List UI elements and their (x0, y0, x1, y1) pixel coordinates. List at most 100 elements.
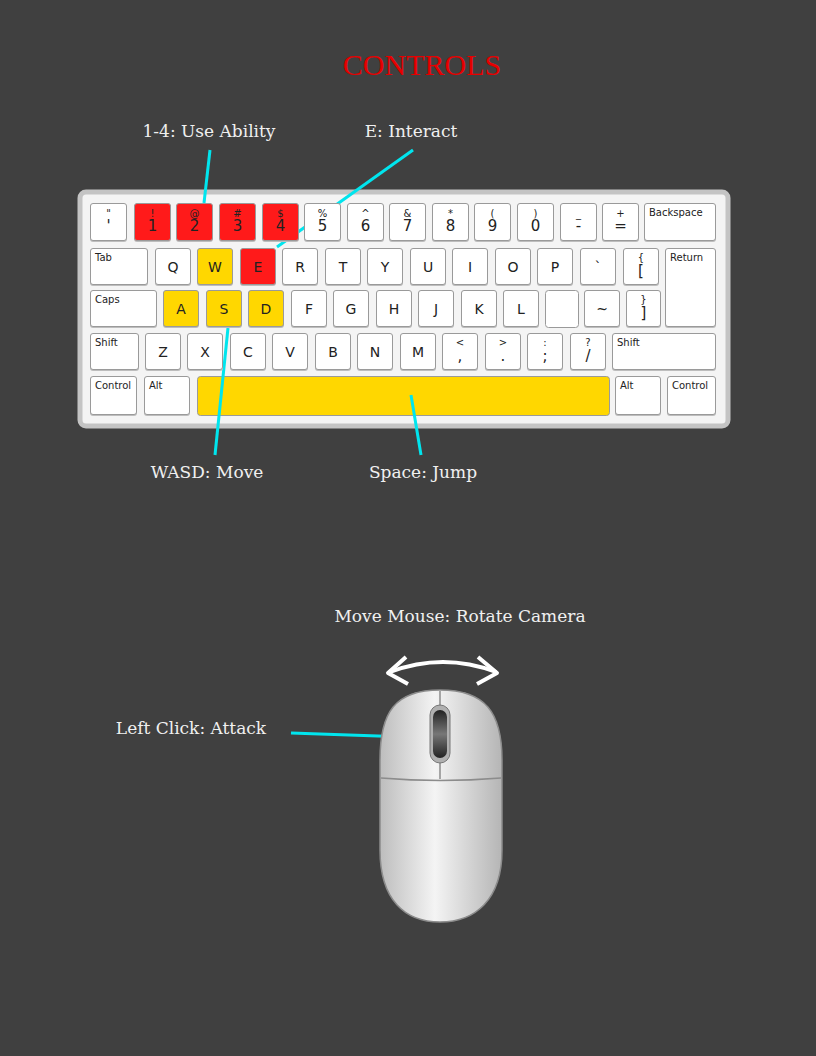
keyboard-key: Shift (90, 333, 139, 370)
space-key (198, 377, 610, 416)
keyboard-key: O (495, 248, 531, 285)
key-label: < (456, 338, 464, 349)
key-label: ) (534, 209, 538, 220)
key-label: V (285, 345, 295, 359)
key-label: # (233, 209, 241, 220)
keyboard-key: J (418, 290, 454, 327)
key-label: G (346, 302, 357, 316)
scroll-wheel (433, 710, 447, 758)
key-label: X (200, 345, 210, 359)
keyboard-key: ~ (584, 290, 620, 327)
callout-label: Move Mouse: Rotate Camera (334, 606, 585, 626)
keyboard-key: E (240, 248, 276, 285)
keyboard-key: R (282, 248, 318, 285)
keyboard-key: :; (527, 333, 563, 370)
key-label: , (458, 349, 463, 365)
key-label: = (614, 219, 627, 235)
key-label: B (328, 345, 338, 359)
keyboard-key: M (400, 333, 436, 370)
keyboard-key: }] (626, 290, 661, 327)
key-label: } (640, 295, 646, 306)
key-label: U (423, 260, 433, 274)
keyboard-key: ` (580, 248, 616, 285)
keyboard-key: A (163, 290, 199, 327)
key-label: C (243, 345, 253, 359)
keyboard-key: Tab (90, 248, 148, 285)
key-label: 3 (233, 219, 243, 235)
callout-label: WASD: Move (151, 462, 264, 482)
keyboard-key: Alt (615, 376, 661, 415)
key-label: Alt (620, 380, 656, 391)
keyboard-key: G (333, 290, 369, 327)
mouse-body (380, 690, 502, 922)
keyboard-key: N (357, 333, 393, 370)
key-label: 1 (148, 219, 158, 235)
keyboard-key: Shift (612, 333, 716, 370)
key-label: Shift (95, 337, 134, 348)
key-label: P (551, 260, 559, 274)
key-label: ? (585, 338, 590, 349)
key-label: R (295, 260, 305, 274)
key-label: 6 (361, 219, 371, 235)
keyboard-key: Return (665, 248, 716, 327)
key-label: 8 (446, 219, 456, 235)
key-label: ] (641, 306, 647, 322)
keyboard-key: *8 (432, 203, 469, 241)
key-label: L (517, 302, 525, 316)
keyboard-key: Alt (144, 376, 190, 415)
keyboard-key: Control (667, 376, 716, 415)
key-label: ' (106, 219, 110, 235)
title: CONTROLS (0, 48, 816, 82)
keyboard-key: P (537, 248, 573, 285)
keyboard-key: %5 (304, 203, 341, 241)
key-label: ( (491, 209, 495, 220)
keyboard-key: Control (90, 376, 137, 415)
key-label: 4 (276, 219, 286, 235)
keyboard-key: _- (560, 203, 597, 241)
key-label: ^ (361, 209, 369, 220)
key-label: H (389, 302, 400, 316)
keyboard-key: T (325, 248, 361, 285)
key-label: ~ (596, 302, 608, 316)
keyboard-key: ?/ (570, 333, 606, 370)
key-label: Q (167, 260, 178, 274)
keyboard-key: V (272, 333, 308, 370)
keyboard-key: B (315, 333, 351, 370)
rotate-arrow (390, 662, 496, 672)
keyboard-key: $4 (262, 203, 299, 241)
key-label: ; (542, 349, 547, 365)
keyboard-key: @2 (176, 203, 213, 241)
keyboard-key: H (376, 290, 412, 327)
keyboard-key: !1 (134, 203, 171, 241)
key-label: [ (638, 264, 644, 280)
keyboard-key: X (187, 333, 223, 370)
key-label: E (254, 260, 263, 274)
key-label: N (370, 345, 380, 359)
key-label: & (404, 209, 412, 220)
key-label: Backspace (649, 207, 711, 218)
keyboard-key: <, (442, 333, 478, 370)
key-label: 2 (190, 219, 200, 235)
key-label: / (585, 349, 590, 365)
key-label: Y (381, 260, 390, 274)
keyboard-key: W (197, 248, 233, 285)
key-label: M (412, 345, 424, 359)
keyboard-key: C (230, 333, 266, 370)
key-label: Control (672, 380, 711, 391)
key-label: % (318, 209, 328, 220)
keyboard-key: S (206, 290, 242, 327)
keyboard-key: F (291, 290, 327, 327)
blank-key (546, 291, 579, 328)
callout-label: Space: Jump (369, 462, 477, 482)
key-label: $ (277, 209, 283, 220)
key-label: A (176, 302, 186, 316)
arrow-head (477, 657, 497, 684)
keyboard-key: Z (145, 333, 181, 370)
key-label: Control (95, 380, 132, 391)
keyboard-key: D (248, 290, 284, 327)
key-label: J (434, 302, 438, 316)
key-label: Tab (95, 252, 143, 263)
key-label: * (448, 209, 453, 220)
key-label: . (501, 349, 506, 365)
key-label: ` (595, 260, 602, 274)
